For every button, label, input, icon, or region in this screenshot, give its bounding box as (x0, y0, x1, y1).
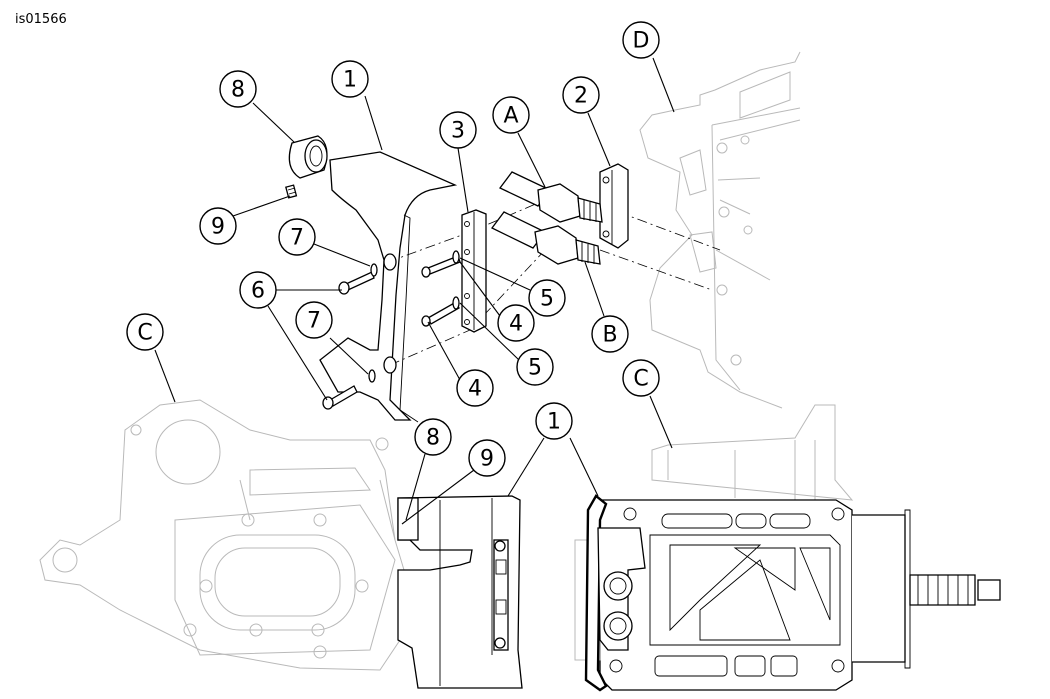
washer-7-upper (370, 263, 378, 277)
svg-text:4: 4 (468, 377, 482, 402)
callout-c-left: C (126, 313, 164, 351)
mounting-bracket-1-side (584, 494, 646, 692)
callout-c-right: C (622, 359, 660, 397)
crankcase-c-left (39, 399, 411, 671)
callout-3: 3 (439, 111, 477, 149)
washer-7-lower (368, 369, 376, 383)
svg-text:7: 7 (290, 226, 304, 251)
svg-text:9: 9 (480, 447, 494, 472)
svg-text:1: 1 (547, 410, 561, 435)
callout-5-upper: 5 (528, 279, 566, 317)
svg-text:5: 5 (528, 356, 542, 381)
callout-4-lower: 4 (456, 369, 494, 407)
callout-4-upper: 4 (497, 304, 535, 342)
svg-text:5: 5 (540, 287, 554, 312)
callout-1-top: 1 (331, 60, 369, 98)
svg-text:D: D (633, 29, 650, 54)
screw-6-upper (338, 271, 375, 295)
leader-lines (154, 57, 675, 525)
plate-2 (599, 163, 629, 249)
callout-7-upper: 7 (278, 218, 316, 256)
setscrew-9-top (285, 184, 298, 199)
callout-8-bottom: 8 (414, 418, 452, 456)
svg-text:A: A (503, 104, 518, 129)
svg-text:C: C (633, 367, 648, 392)
callout-9-bottom: 9 (468, 439, 506, 477)
svg-text:8: 8 (231, 78, 245, 103)
mounting-bracket-1-installed (397, 495, 523, 689)
callout-8-top: 8 (219, 70, 257, 108)
transmission-housing-d (639, 51, 801, 409)
svg-text:C: C (137, 321, 152, 346)
callout-d: D (622, 21, 660, 59)
callout-b: B (591, 315, 629, 353)
figure-id: is01566 (15, 12, 67, 27)
svg-text:2: 2 (574, 84, 588, 109)
callout-7-lower: 7 (295, 301, 333, 339)
callout-5-lower: 5 (516, 348, 554, 386)
svg-text:9: 9 (211, 215, 225, 240)
svg-text:3: 3 (451, 119, 465, 144)
callout-9-top: 9 (199, 207, 237, 245)
spacer-8-top (288, 135, 328, 179)
svg-text:8: 8 (426, 426, 440, 451)
callout-6: 6 (239, 271, 277, 309)
svg-text:4: 4 (509, 312, 523, 337)
svg-text:1: 1 (343, 68, 357, 93)
svg-text:7: 7 (307, 309, 321, 334)
svg-text:B: B (602, 323, 617, 348)
callout-a: A (492, 96, 530, 134)
crankcase-c-right (574, 404, 1001, 691)
sensor-b (491, 211, 601, 265)
callout-1-bottom: 1 (535, 402, 573, 440)
sensor-a (499, 171, 603, 223)
washer-5-lower (452, 296, 460, 310)
washer-5-upper (452, 250, 460, 264)
callout-2: 2 (562, 76, 600, 114)
screw-4-lower (421, 301, 460, 327)
screw-6-lower (322, 385, 358, 410)
mounting-bracket-1-top (319, 151, 458, 423)
plate-3 (461, 209, 487, 333)
svg-text:6: 6 (251, 279, 265, 304)
